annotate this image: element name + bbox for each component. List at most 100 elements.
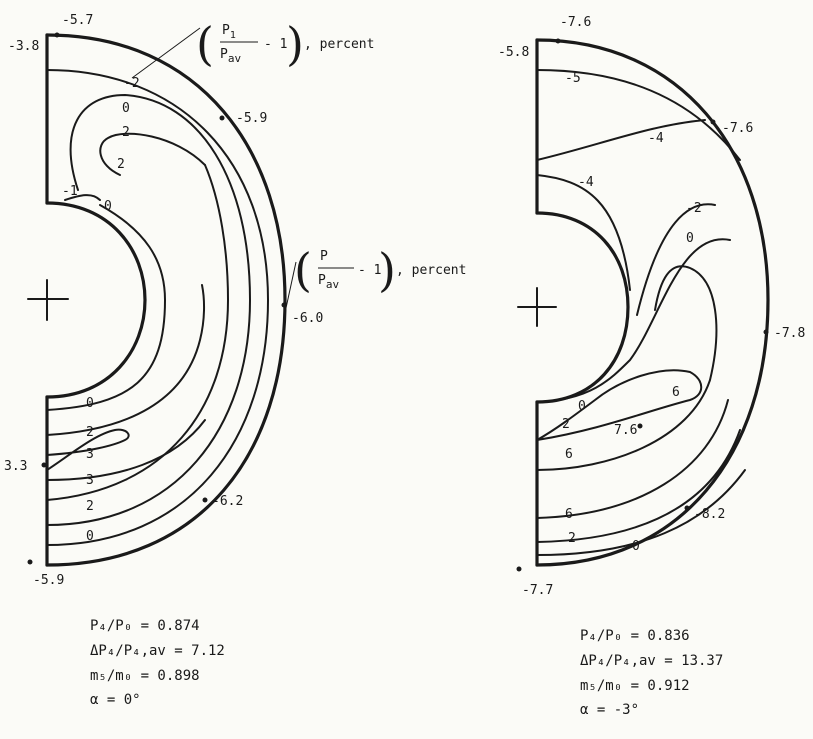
svg-text:P1: P1 [222,23,236,41]
right-caption-line: α = -3° [580,702,639,718]
right-contour-label: 0 [632,539,640,554]
right-contour-label: -5 [565,71,581,86]
left-diagram: -5.7 -3.8 -5.9 -6.0 3.3 -6.2 -5.9 -2 0 2… [4,13,466,708]
left-contour-2-low [46,284,206,436]
left-inner-hub [45,201,147,399]
left-contour-label: -1 [62,184,78,199]
right-boundary-value: -8.2 [694,507,725,522]
left-boundary-value: 3.3 [4,459,27,474]
svg-text:P: P [320,249,328,264]
left-point-right-mid [281,302,287,308]
left-boundary-value: -6.2 [212,494,243,509]
left-contour-label: 2 [86,499,94,514]
right-contour-label: 2 [562,417,570,432]
right-contour-minus2 [636,203,716,316]
right-diagram: -7.6 -5.8 -7.6 -7.8 -8.2 -7.7 -5 -4 -4 -… [498,15,805,718]
right-caption-line: P₄/P₀ = 0.836 [580,628,690,644]
left-contour-3-loop [46,428,130,471]
right-boundary-value: -7.8 [774,326,805,341]
svg-text:(: ( [294,243,312,297]
left-point-left-mid [41,462,47,468]
right-contour-label: -4 [648,131,664,146]
right-contour-label: 6 [565,447,573,462]
right-boundary-value: -7.7 [522,583,553,598]
right-contour-2-lower [536,429,741,543]
left-contour-label: 3 [86,447,94,462]
right-contour-label: 6 [672,385,680,400]
right-caption: P₄/P₀ = 0.836 ΔP₄/P₄,av = 13.37 m₅/m₀ = … [580,628,723,718]
right-boundary-value: -5.8 [498,45,529,60]
left-caption-line: ΔP₄/P₄,av = 7.12 [90,643,225,659]
right-center-cross [517,287,557,327]
svg-text:(: ( [196,17,214,71]
right-caption-line: m₅/m₀ = 0.912 [580,678,690,694]
left-contour-label: 0 [122,101,130,116]
svg-text:- 1: - 1 [264,37,287,52]
left-contour-label: -2 [124,76,140,91]
left-contour-minus2 [46,69,270,546]
left-center-cross [27,279,69,321]
right-contour-6-loop [536,369,703,441]
right-contour-0-lower [536,469,746,556]
left-point-right-lower [202,497,208,503]
left-contour-label: 3 [86,473,94,488]
left-boundary-value: -5.9 [33,573,64,588]
svg-text:): ) [378,243,396,297]
left-callout-side: ( P Pav - 1 ) , percent [285,243,466,309]
left-point-bottom [27,559,33,565]
left-outer-boundary [45,33,287,567]
left-contour-2-loop [99,132,206,176]
right-point-top [555,38,561,44]
right-boundary-value: -7.6 [560,15,591,30]
right-point-interior [637,423,643,429]
svg-text:, percent: , percent [304,37,374,52]
right-point-right-mid [763,329,769,335]
right-boundary-value: -7.6 [722,121,753,136]
left-contour-0 [46,93,252,526]
left-callout-top: ( P1 Pav - 1 ) , percent [131,17,374,79]
right-contour-label: 6 [565,507,573,522]
left-contour-label: 2 [122,125,130,140]
left-boundary-value: -5.9 [236,111,267,126]
left-contour-label: 0 [86,396,94,411]
left-caption-line: α = 0° [90,692,141,708]
svg-text:): ) [286,17,304,71]
right-contour-minus5 [536,69,741,161]
left-contour-2-inner [46,164,230,501]
left-caption-line: m₅/m₀ = 0.898 [90,668,200,684]
svg-text:Pav: Pav [220,47,241,65]
right-contour-6-band [536,265,718,471]
left-caption-line: P₄/P₀ = 0.874 [90,618,200,634]
right-contour-0-upper [536,238,731,403]
left-contour-minus1 [64,194,101,201]
right-contour-label: -4 [578,175,594,190]
right-contour-label: 0 [578,399,586,414]
left-contour-label: 2 [86,425,94,440]
right-point-right-upper [710,119,716,125]
left-contour-label: 2 [117,157,125,172]
left-point-top [54,32,60,38]
right-interior-value: 7.6 [614,423,637,438]
right-contour-minus4-upper [536,119,706,161]
right-contour-label: -2 [686,201,702,216]
left-contour-2-lower [46,419,206,481]
left-caption: P₄/P₀ = 0.874 ΔP₄/P₄,av = 7.12 m₅/m₀ = 0… [90,618,225,708]
right-contour-minus4-lower [536,174,631,291]
right-inner-hub [535,211,630,404]
left-boundary-value: -3.8 [8,39,39,54]
svg-text:, percent: , percent [396,263,466,278]
right-contour-label: 2 [568,531,576,546]
left-contour-label: 0 [86,529,94,544]
right-caption-line: ΔP₄/P₄,av = 13.37 [580,653,723,669]
right-point-bottom [516,566,522,572]
left-boundary-value: -6.0 [292,311,323,326]
left-contour-0-inner [46,204,167,411]
right-point-right-lower [684,505,690,511]
svg-text:- 1: - 1 [358,263,381,278]
right-contour-label: 0 [686,231,694,246]
svg-text:Pav: Pav [318,273,339,291]
left-boundary-value: -5.7 [62,13,93,28]
right-outer-boundary [535,38,770,567]
left-point-right-upper [219,115,225,121]
